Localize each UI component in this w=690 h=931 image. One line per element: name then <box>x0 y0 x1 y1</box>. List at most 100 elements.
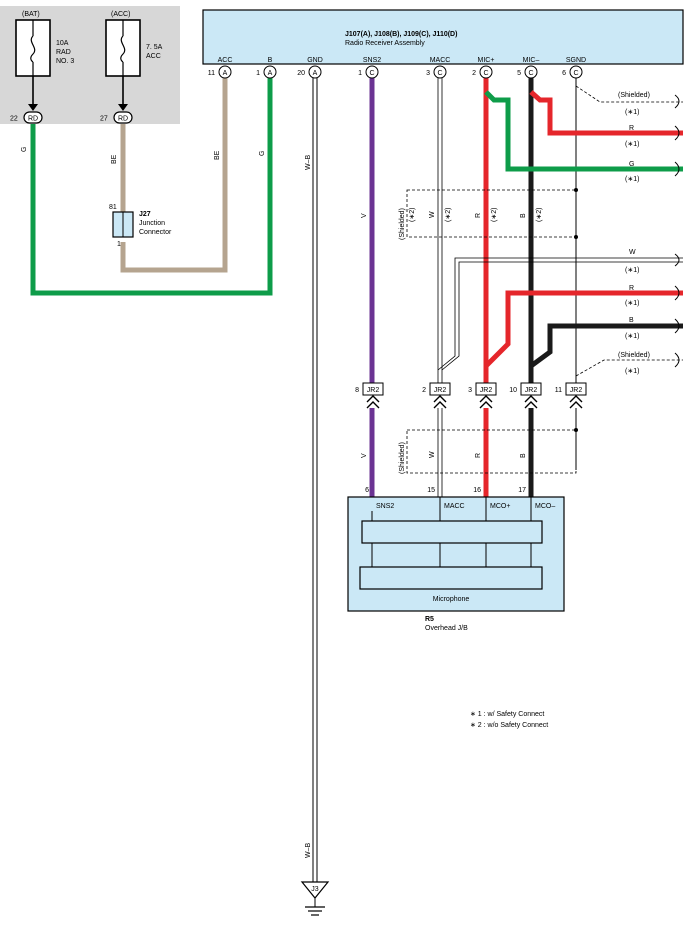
microphone-label: Microphone <box>433 596 470 603</box>
mic-pin-macc: MACC <box>444 503 465 510</box>
overhead-jb-code: R5 <box>425 616 434 623</box>
radio-num-sns2: 1 <box>358 70 362 77</box>
j27-name2: Connector <box>139 229 172 236</box>
jr2-num: 11 <box>555 387 562 394</box>
fuse-acc <box>105 19 141 77</box>
label-r-lower: R <box>475 453 482 458</box>
label-b-r6: B <box>629 317 634 324</box>
jr2-num: 8 <box>355 387 359 394</box>
rd-connector-bat-label: RD <box>28 116 38 123</box>
ground-j3: J3 <box>300 881 330 916</box>
overhead-jb-name: Overhead J/B <box>425 625 468 632</box>
radio-pin-mic-plus: MIC+ <box>478 57 495 64</box>
jr2-pin-3: JR2 3 <box>468 382 497 409</box>
label-n1-r1: (∗1) <box>625 109 639 116</box>
mic-pin-num-sns2: 6 <box>365 487 369 494</box>
radio-pin-mic-minus: MIC– <box>523 57 540 64</box>
label-wb-top: W–B <box>305 155 312 171</box>
label-shielded-r1: (Shielded) <box>618 92 650 99</box>
radio-conn-macc: C <box>437 70 442 77</box>
acc-supply-label: (ACC) <box>111 11 130 18</box>
radio-num-macc: 3 <box>426 70 430 77</box>
label-n1-r6: (∗1) <box>625 333 639 340</box>
label-be-left: BE <box>111 154 118 164</box>
radio-conn-b: A <box>268 70 273 77</box>
connector-arrow-icon <box>28 104 38 111</box>
note-1: ∗ 1 : w/ Safety Connect <box>470 711 544 718</box>
microphone-unit <box>359 566 543 590</box>
label-shielded-upper: (Shielded) <box>399 208 406 240</box>
j27-pin-top: 81 <box>109 204 117 211</box>
radio-code: J107(A), J108(B), J109(C), J110(D) <box>345 31 457 38</box>
ground-triangle-icon <box>300 881 330 899</box>
radio-num-mic-plus: 2 <box>472 70 476 77</box>
overhead-jb: 6 15 16 17 SNS2 MACC MCO+ MCO– Microphon… <box>347 487 565 612</box>
bat-fuse-name1: RAD <box>56 49 71 56</box>
radio-num-mic-minus: 5 <box>517 70 521 77</box>
radio-num-sgnd: 6 <box>562 70 566 77</box>
shield-box-lower <box>406 429 577 474</box>
wire-color-labels: G BE BE G W–B W–B V V (Shielded) (Shield… <box>21 92 650 858</box>
j27-pin-bottom: 1 <box>117 241 121 248</box>
label-n2-r: (∗2) <box>491 208 498 222</box>
label-n1-r3: (∗1) <box>625 176 639 183</box>
bat-fuse-rating: 10A <box>56 40 69 47</box>
jr2-label: JR2 <box>434 387 447 394</box>
ground-code: J3 <box>311 886 319 893</box>
shielded-branch-lower <box>575 359 683 377</box>
jr2-label: JR2 <box>570 387 583 394</box>
fuse-icon <box>120 35 126 63</box>
connector-arrow-icon <box>118 104 128 111</box>
bat-fuse-name2: NO. 3 <box>56 58 74 65</box>
label-n2-shield: (∗2) <box>409 208 416 222</box>
acc-fuse-rating: 7. 5A <box>146 44 163 51</box>
radio-pin-acc: ACC <box>218 57 233 64</box>
label-g-r3: G <box>629 161 634 168</box>
label-n1-r4: (∗1) <box>625 267 639 274</box>
label-wb-bottom: W–B <box>305 843 312 859</box>
mic-block-upper <box>361 520 543 544</box>
radio-connector-pins: A 11 A 1 A 20 C 1 C 3 C 2 C 5 C 6 <box>208 65 583 79</box>
jr2-num: 2 <box>422 387 426 394</box>
jr2-label: JR2 <box>525 387 538 394</box>
label-g-b: G <box>259 151 266 156</box>
double-arrow-icon <box>569 395 583 409</box>
mic-pin-mco-plus: MCO+ <box>490 503 510 510</box>
label-n1-r7: (∗1) <box>625 368 639 375</box>
radio-conn-acc: A <box>223 70 228 77</box>
radio-num-gnd: 20 <box>297 70 305 77</box>
wire-be-acc <box>120 78 228 273</box>
wire-g-branch <box>484 90 683 172</box>
radio-num-b: 1 <box>256 70 260 77</box>
radio-pin-sgnd: SGND <box>566 57 586 64</box>
double-arrow-icon <box>366 395 380 409</box>
label-shielded-lower: (Shielded) <box>399 442 406 474</box>
jr2-num: 3 <box>468 387 472 394</box>
label-n1-r2: (∗1) <box>625 141 639 148</box>
label-v-upper: V <box>361 213 368 218</box>
radio-conn-sns2: C <box>369 70 374 77</box>
radio-conn-mic-plus: C <box>483 70 488 77</box>
bat-supply-label: (BAT) <box>22 11 40 18</box>
radio-pin-sns2: SNS2 <box>363 57 381 64</box>
mic-pin-num-mco-plus: 16 <box>473 487 481 494</box>
shield-box-upper <box>406 189 577 238</box>
jr2-label: JR2 <box>480 387 493 394</box>
double-arrow-icon <box>479 395 493 409</box>
double-arrow-icon <box>524 395 538 409</box>
acc-pin-number: 27 <box>100 116 108 123</box>
label-w-upper: W <box>429 211 436 218</box>
label-w-lower: W <box>429 451 436 458</box>
mic-pin-num-macc: 15 <box>427 487 435 494</box>
label-r-r2: R <box>629 125 634 132</box>
label-g-left: G <box>21 147 28 152</box>
jr2-pin-8: JR2 8 <box>355 382 384 409</box>
label-r-r5: R <box>629 285 634 292</box>
jr2-pin-2: JR2 2 <box>422 382 451 409</box>
radio-pin-labels: ACC B GND SNS2 MACC MIC+ MIC– SGND <box>218 57 587 64</box>
j27-name1: Junction <box>139 220 165 227</box>
wire-r-branch-upper <box>529 90 683 136</box>
fuse-rad-no3 <box>15 19 51 77</box>
radio-pin-b: B <box>268 57 273 64</box>
